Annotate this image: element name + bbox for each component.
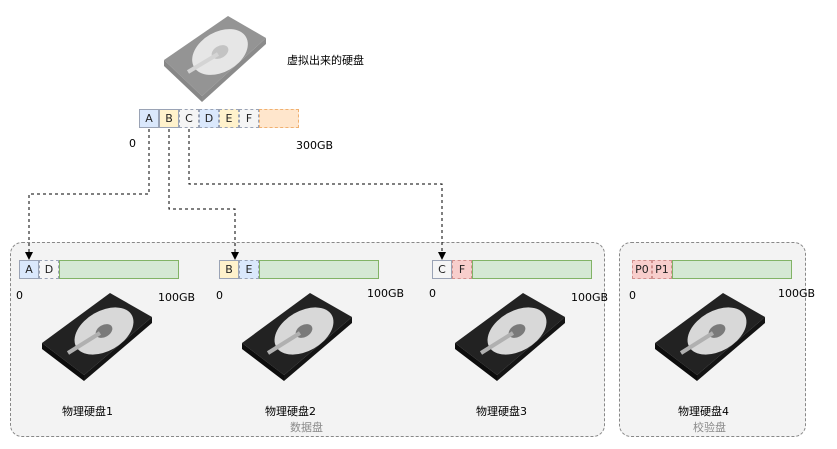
disk2-segment-b: B bbox=[219, 260, 239, 279]
hard-disk-4-icon bbox=[651, 287, 769, 385]
disk2-end-label: 100GB bbox=[367, 287, 405, 300]
disk1-segment-a: A bbox=[19, 260, 39, 279]
virtual-start-label: 0 bbox=[129, 137, 136, 150]
disk1-name: 物理硬盘1 bbox=[62, 405, 113, 418]
arrow-c bbox=[188, 129, 446, 260]
parity-disk-group-label: 校验盘 bbox=[693, 421, 726, 434]
arrow-b bbox=[168, 129, 239, 260]
disk4-segment-p1: P1 bbox=[652, 260, 672, 279]
virtual-segment-b: B bbox=[159, 109, 179, 128]
disk3-start-label: 0 bbox=[429, 287, 436, 300]
virtual-segment-c: C bbox=[179, 109, 199, 128]
virtual-segment-f: F bbox=[239, 109, 259, 128]
disk3-free-space bbox=[472, 260, 592, 279]
disk3-segment-f: F bbox=[452, 260, 472, 279]
virtual-hard-disk-icon bbox=[158, 10, 270, 106]
disk1-end-label: 100GB bbox=[158, 291, 196, 304]
disk4-end-label: 100GB bbox=[778, 287, 816, 300]
virtual-segment-a: A bbox=[139, 109, 159, 128]
data-disk-group-label: 数据盘 bbox=[290, 421, 323, 434]
hard-disk-3-icon bbox=[451, 287, 569, 385]
disk2-segment-e: E bbox=[239, 260, 259, 279]
virtual-disk-label: 虚拟出来的硬盘 bbox=[287, 54, 364, 67]
hard-disk-1-icon bbox=[38, 287, 156, 385]
disk1-free-space bbox=[59, 260, 179, 279]
arrow-a bbox=[25, 129, 150, 260]
disk4-name: 物理硬盘4 bbox=[678, 405, 729, 418]
disk3-end-label: 100GB bbox=[571, 291, 609, 304]
disk3-name: 物理硬盘3 bbox=[476, 405, 527, 418]
disk4-free-space bbox=[672, 260, 792, 279]
disk2-start-label: 0 bbox=[216, 289, 223, 302]
disk4-segment-p0: P0 bbox=[632, 260, 652, 279]
disk4-start-label: 0 bbox=[629, 289, 636, 302]
disk3-segment-c: C bbox=[432, 260, 452, 279]
virtual-segment-rest bbox=[259, 109, 299, 128]
virtual-segment-d: D bbox=[199, 109, 219, 128]
disk1-segment-d: D bbox=[39, 260, 59, 279]
hard-disk-2-icon bbox=[238, 287, 356, 385]
virtual-segment-e: E bbox=[219, 109, 239, 128]
disk2-name: 物理硬盘2 bbox=[265, 405, 316, 418]
disk2-free-space bbox=[259, 260, 379, 279]
virtual-end-label: 300GB bbox=[296, 139, 334, 152]
disk1-start-label: 0 bbox=[16, 289, 23, 302]
